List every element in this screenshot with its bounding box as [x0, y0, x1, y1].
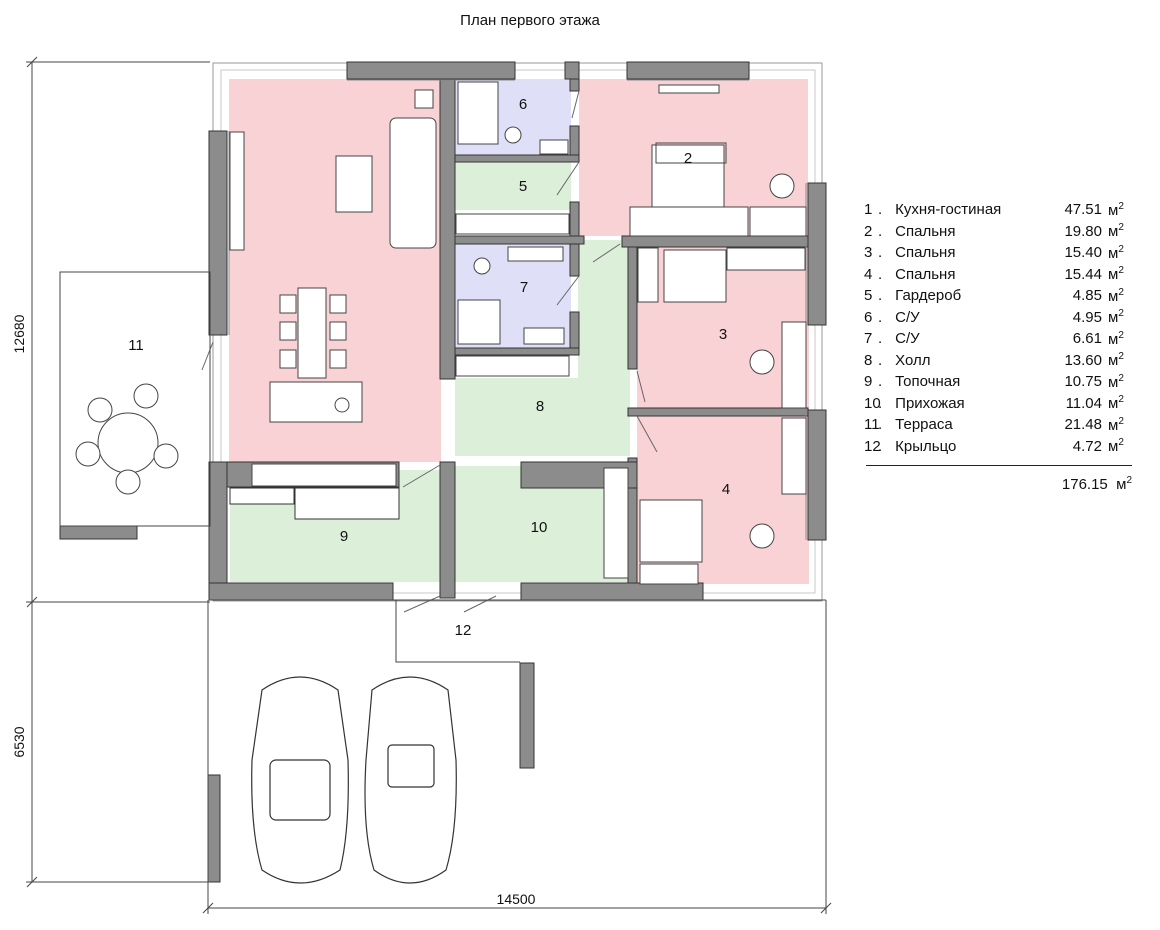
legend-divider — [866, 465, 1132, 466]
kitchen-island — [269, 381, 363, 423]
room-label-10: 10 — [531, 519, 548, 536]
room-label-2: 2 — [684, 150, 692, 167]
dim-horizontal: 14500 — [497, 891, 536, 907]
bed-2 — [651, 144, 725, 208]
room-label-3: 3 — [719, 326, 727, 343]
room-5-fill — [455, 162, 571, 210]
room-label-9: 9 — [340, 528, 348, 545]
doors — [201, 90, 658, 613]
car-left — [251, 676, 349, 884]
porch-lines — [209, 599, 826, 663]
tv-unit — [229, 131, 245, 251]
room-label-12: 12 — [455, 622, 472, 639]
room-labels: 2 3 4 5 6 7 8 9 10 11 12 — [128, 96, 730, 639]
boiler-icon — [414, 89, 434, 109]
sink — [539, 139, 569, 155]
furniture — [59, 81, 807, 585]
terrace-table — [97, 412, 159, 474]
dim-vertical-top: 12680 — [11, 314, 27, 353]
desk-4 — [781, 417, 807, 495]
dimension-lines — [26, 56, 832, 914]
chairs — [75, 126, 795, 549]
car-right — [364, 676, 457, 884]
room-label-7: 7 — [520, 279, 528, 296]
room-label-6: 6 — [519, 96, 527, 113]
dim-vertical-bottom: 6530 — [11, 726, 27, 757]
kitchen-counter — [251, 463, 397, 487]
plan-title: План первого этажа — [460, 12, 600, 29]
sofa — [389, 117, 437, 249]
desk-3 — [781, 321, 807, 409]
room-label-8: 8 — [536, 398, 544, 415]
entry-wardrobe — [603, 467, 629, 579]
bed-3 — [663, 249, 727, 303]
legend-total: 176.15 м2 — [1061, 475, 1132, 493]
room-8-fill — [455, 240, 630, 456]
shower-2 — [457, 299, 501, 345]
room-label-5: 5 — [519, 178, 527, 195]
room-label-11: 11 — [128, 337, 144, 354]
sink-2 — [523, 327, 565, 345]
bed-4 — [639, 499, 703, 563]
side-table — [335, 155, 373, 213]
cars — [251, 676, 457, 884]
dining-table — [297, 287, 327, 379]
terrace-outline — [59, 271, 211, 527]
wardrobe-rail — [455, 213, 570, 235]
room-label-4: 4 — [722, 481, 730, 498]
shower — [457, 81, 499, 145]
